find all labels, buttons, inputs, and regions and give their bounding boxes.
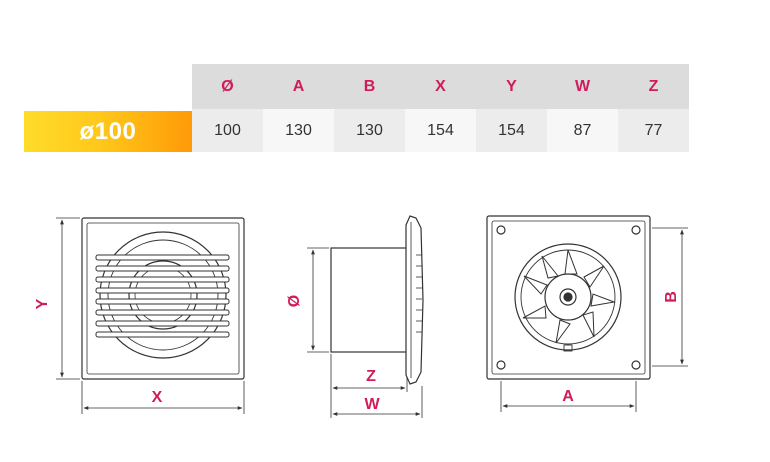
value-y: 154 xyxy=(476,109,547,152)
value-a: 130 xyxy=(263,109,334,152)
header-x: X xyxy=(405,64,476,109)
dimension-w xyxy=(332,386,423,418)
value-diameter: 100 xyxy=(192,109,263,152)
header-w: W xyxy=(547,64,618,109)
back-panel-inner xyxy=(491,220,646,375)
dimension-b xyxy=(652,227,688,367)
header-b: B xyxy=(334,64,405,109)
screw-hole-bottom-left xyxy=(496,360,506,370)
side-view xyxy=(330,215,424,385)
value-x: 154 xyxy=(405,109,476,152)
screw-hole-top-left xyxy=(496,225,506,235)
side-spigot xyxy=(330,247,408,353)
dimensions-table: Ø A B X Y W Z 100 130 130 154 154 87 77 xyxy=(192,64,689,152)
dimension-label-a: A xyxy=(562,388,574,405)
dimension-diameter xyxy=(307,247,329,353)
side-louvre-edges xyxy=(416,254,422,333)
value-z: 77 xyxy=(618,109,689,152)
screw-hole-top-right xyxy=(631,225,641,235)
front-outer-ring xyxy=(99,231,227,359)
back-view xyxy=(486,215,651,380)
dimension-label-w: W xyxy=(364,396,380,413)
screw-hole-bottom-right xyxy=(631,360,641,370)
dimension-label-z: Z xyxy=(366,368,376,385)
header-diameter: Ø xyxy=(192,64,263,109)
dimension-label-x: X xyxy=(152,389,163,406)
dimensions-value-row: 100 130 130 154 154 87 77 xyxy=(192,109,689,152)
front-inner-ring xyxy=(107,239,219,351)
front-panel-inner xyxy=(86,222,240,375)
front-louvres xyxy=(95,254,230,338)
front-hub xyxy=(128,260,198,330)
value-w: 87 xyxy=(547,109,618,152)
header-a: A xyxy=(263,64,334,109)
dimension-label-diameter: Ø xyxy=(286,295,303,307)
value-b: 130 xyxy=(334,109,405,152)
back-shaft-center xyxy=(563,292,573,302)
dimension-z xyxy=(330,354,408,418)
dimension-a xyxy=(500,381,637,412)
back-motor-shaft xyxy=(559,288,577,306)
dimension-label-b: B xyxy=(663,291,680,303)
dimension-x xyxy=(81,381,245,414)
header-z: Z xyxy=(618,64,689,109)
dimension-y xyxy=(56,217,80,380)
back-drain-tab xyxy=(563,344,573,352)
side-front-panel xyxy=(405,215,424,385)
model-size-label: ø100 xyxy=(24,111,192,152)
dimensions-header-row: Ø A B X Y W Z xyxy=(192,64,689,109)
front-view xyxy=(81,217,245,380)
impeller-blades xyxy=(522,249,616,344)
back-spigot-outer xyxy=(514,243,622,351)
dimension-label-y: Y xyxy=(34,298,51,309)
header-y: Y xyxy=(476,64,547,109)
